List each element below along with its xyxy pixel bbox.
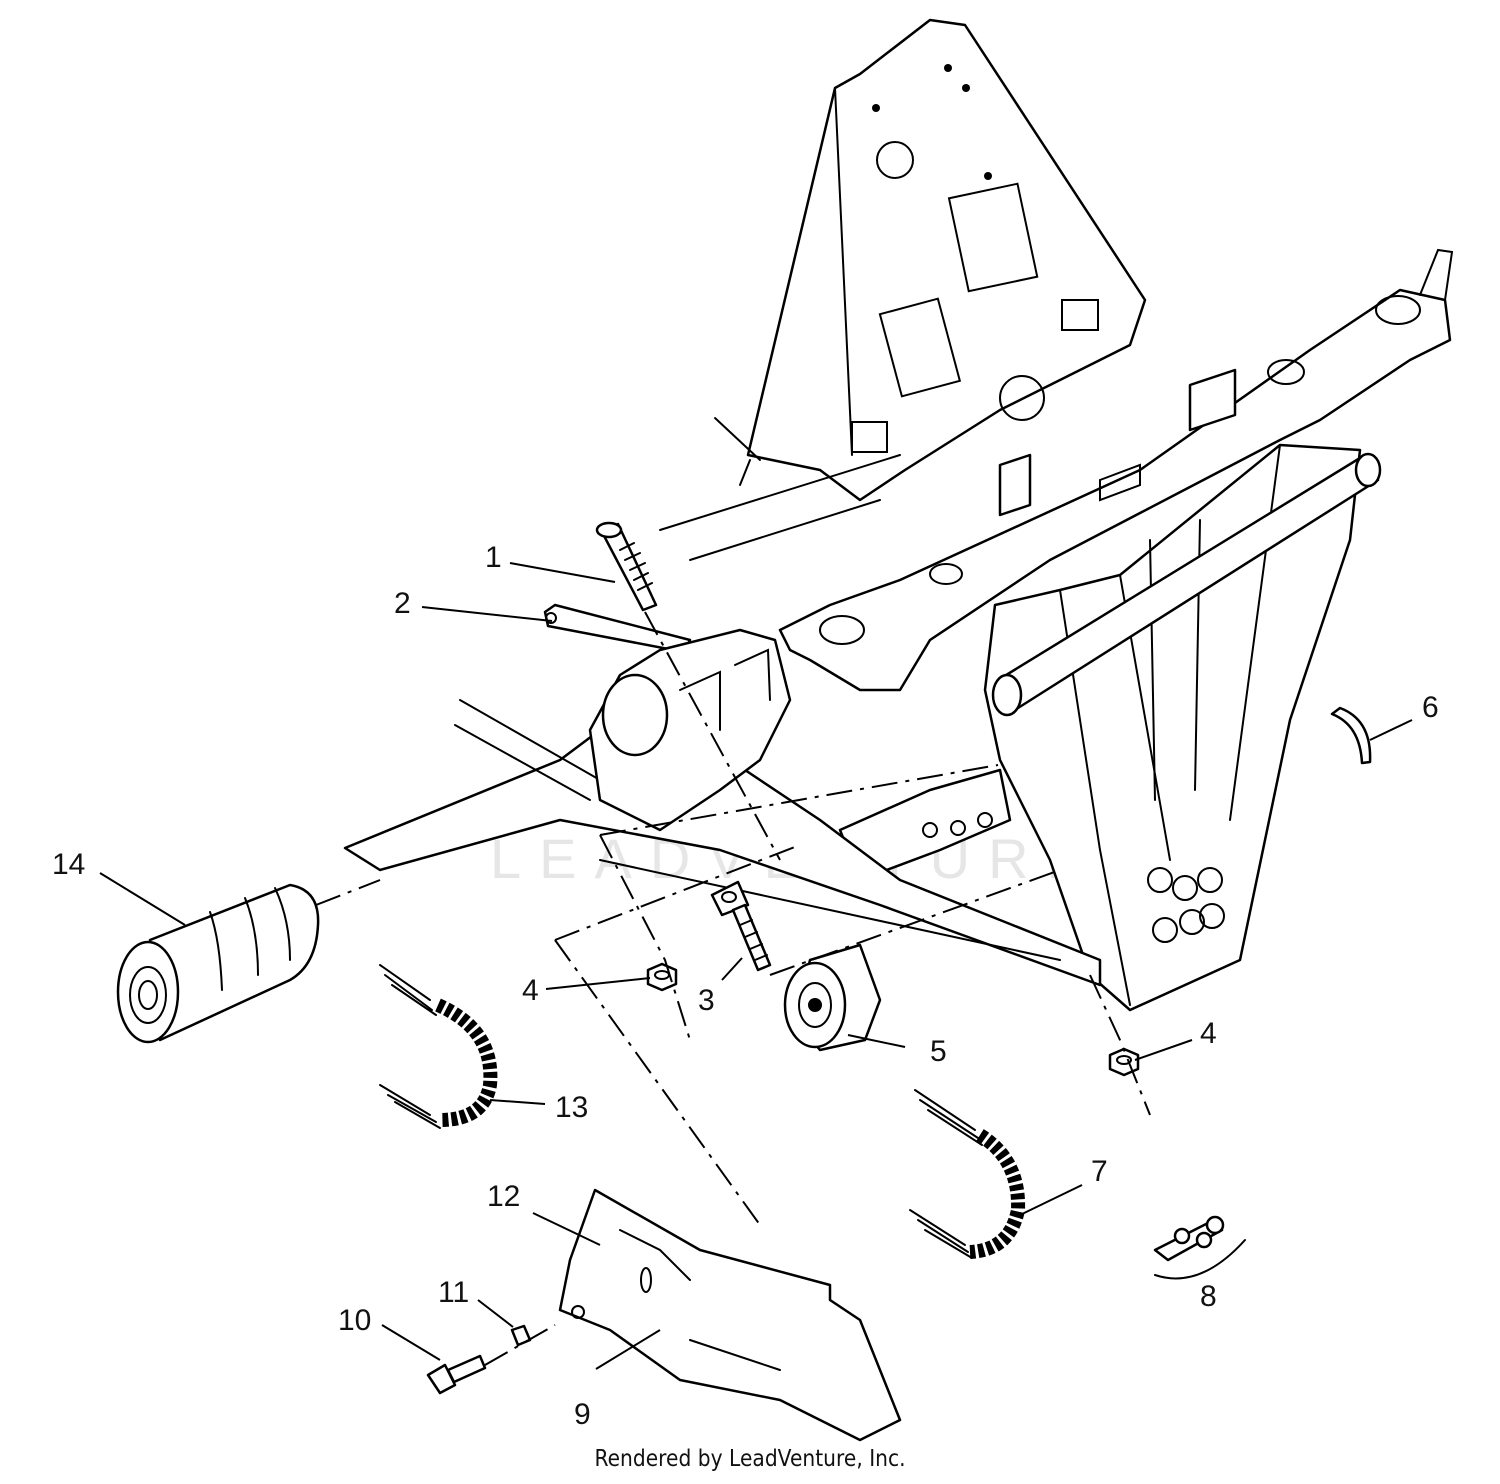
callout-11: 11 (438, 1276, 469, 1309)
callout-4-right: 4 (1200, 1017, 1217, 1050)
callout-8: 8 (1200, 1280, 1217, 1313)
callout-7: 7 (1091, 1155, 1108, 1188)
callout-14: 14 (52, 848, 85, 881)
callout-13: 13 (555, 1091, 588, 1124)
pivot-housing (588, 628, 792, 832)
callout-1: 1 (485, 541, 502, 574)
part-4-nut-right (1108, 1047, 1140, 1077)
callout-3: 3 (698, 984, 715, 1017)
part-13-chain (379, 964, 498, 1129)
part-1-bolt (595, 521, 658, 612)
chassis-frame (343, 18, 1454, 1012)
part-4-nut-left (646, 962, 678, 992)
callout-4-left: 4 (522, 974, 539, 1007)
part-14-sprocket (116, 883, 320, 1044)
callout-10: 10 (338, 1304, 371, 1337)
part-10-bolt (426, 1354, 487, 1395)
part-2-pin (543, 603, 692, 654)
callout-9: 9 (574, 1398, 591, 1431)
footer-credit: Rendered by LeadVenture, Inc. (594, 1446, 906, 1472)
part-9-chain-guard (558, 1188, 902, 1442)
callout-numbers: 1 2 3 4 4 5 6 7 8 9 10 11 12 13 14 (52, 541, 1439, 1431)
callout-leaders (99, 562, 1413, 1370)
part-6-clip (1330, 706, 1372, 765)
part-5-hub (783, 943, 882, 1052)
callout-12: 12 (487, 1180, 520, 1213)
part-7-chain (909, 1089, 1026, 1259)
part-11-nut (510, 1324, 532, 1347)
callout-6: 6 (1422, 691, 1439, 724)
part-8-master-link (1153, 1215, 1246, 1280)
callout-5: 5 (930, 1035, 947, 1068)
part-3-bolt (710, 880, 772, 972)
callout-2: 2 (394, 587, 411, 620)
assembly-lines (315, 611, 1151, 1366)
